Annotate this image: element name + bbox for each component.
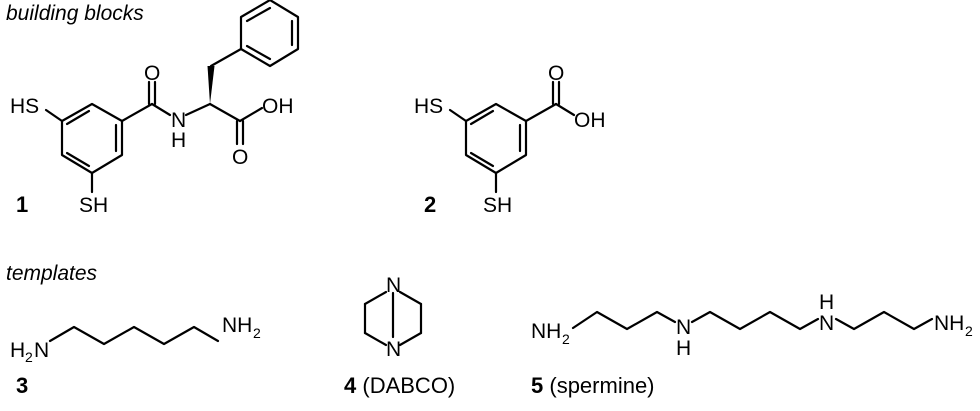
compound-2-sh-label: SH	[483, 194, 512, 217]
compound-2-caption: 2	[424, 192, 436, 218]
compound-1-hs-label: HS	[10, 95, 39, 118]
compound-5-structure: NH 2 N H H N NH 2	[531, 291, 973, 360]
compound-3-caption: 3	[16, 373, 28, 399]
compound-2-oh-label: OH	[574, 109, 606, 132]
compound-2-structure: HS SH O OH	[414, 62, 606, 217]
compound-1-oh-label: OH	[262, 95, 294, 118]
compound-1-ring-bonds	[60, 102, 124, 175]
compound-5-nh-1-h-label: H	[676, 337, 691, 360]
compound-3-h2n-n-label: N	[34, 339, 49, 362]
compound-3-nh2-label: NH	[222, 314, 252, 337]
compound-1-carbonyl-o-label: O	[144, 62, 160, 85]
compound-4-name: (DABCO)	[362, 373, 456, 398]
compound-5-nh-1-n-label: N	[676, 316, 691, 339]
compound-5-nh2-left-label: NH	[531, 320, 561, 343]
compound-4-caption: 4 (DABCO)	[344, 373, 455, 399]
compound-5-nh-2-n-label: N	[819, 312, 834, 335]
compound-1-amide-h-label: H	[171, 129, 186, 152]
compound-5-nh2-right-subscript: 2	[965, 323, 973, 339]
compound-5-nh2-right-label: NH	[934, 312, 964, 335]
compound-3-h2n-h-label: H	[10, 339, 25, 362]
compound-1-amide-n-label: N	[171, 109, 186, 132]
section-label-templates: templates	[6, 262, 98, 285]
compound-1-acid-o-label: O	[232, 146, 248, 169]
compound-4-top-n-label: N	[386, 274, 401, 297]
compound-2-carbonyl-o-label: O	[548, 62, 564, 85]
compound-5-name: (spermine)	[549, 373, 655, 398]
compound-5-nh2-left-subscript: 2	[562, 331, 570, 347]
compound-5-nh-2-h-label: H	[819, 291, 834, 314]
compound-4-bottom-n-label: N	[386, 338, 401, 361]
compound-1-sh-label: SH	[79, 194, 108, 217]
section-label-building-blocks: building blocks	[6, 2, 144, 25]
compound-5-number: 5	[531, 373, 544, 398]
compound-1-caption: 1	[16, 192, 28, 218]
compound-3-nh2-subscript: 2	[253, 325, 261, 341]
compound-1-structure: HS SH O N H OH O	[10, 0, 300, 217]
compound-1-number: 1	[16, 192, 29, 217]
compound-3-h2n-subscript: 2	[25, 349, 33, 365]
compound-2-number: 2	[424, 192, 437, 217]
compound-3-structure: H 2 N NH 2	[10, 314, 261, 365]
compound-4-structure: N N	[363, 274, 423, 361]
compound-1-wedge-bond	[207, 66, 215, 104]
compound-3-number: 3	[16, 373, 29, 398]
compound-4-number: 4	[344, 373, 357, 398]
compound-2-hs-label: HS	[414, 95, 443, 118]
compound-5-caption: 5 (spermine)	[531, 373, 655, 399]
